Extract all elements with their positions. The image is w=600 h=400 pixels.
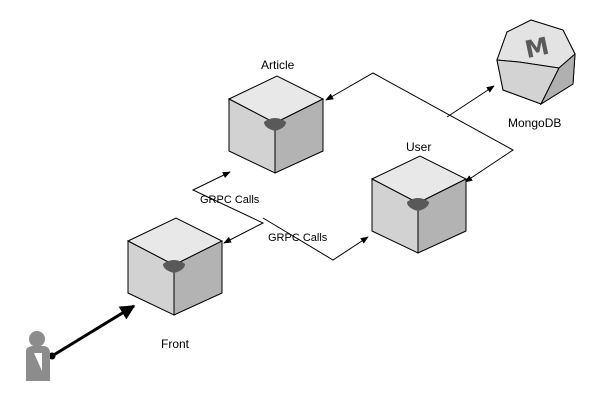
user-to-front-arrow — [51, 304, 136, 358]
grpc-left-label: GRPC Calls — [200, 194, 260, 206]
front-server-icon[interactable] — [126, 217, 224, 316]
person-icon[interactable] — [26, 331, 50, 381]
user-connector-dot — [48, 352, 56, 360]
mongodb-glyph: M — [522, 32, 551, 64]
front-label: Front — [161, 337, 190, 351]
article-label: Article — [261, 58, 295, 72]
grpc-to-user-connector — [262, 217, 369, 261]
grpc-front-article-connector — [191, 171, 265, 244]
mongodb-connector — [446, 85, 495, 118]
article-server-icon[interactable] — [227, 75, 325, 174]
user-label: User — [406, 140, 432, 154]
mongodb-icon[interactable]: M — [496, 19, 576, 106]
mongodb-label: MongoDB — [508, 116, 562, 130]
user-server-icon[interactable] — [370, 155, 468, 254]
grpc-right-label: GRPC Calls — [268, 232, 328, 244]
article-user-connector — [325, 72, 514, 183]
